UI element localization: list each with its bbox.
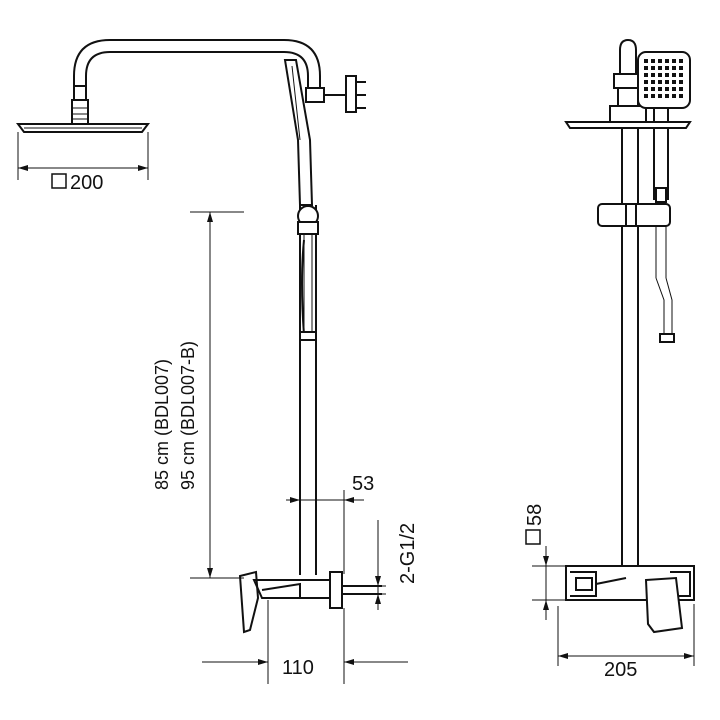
nozzle [651,59,655,63]
front-view: 58 205 [524,38,695,681]
nozzle [644,73,648,77]
width-label: 205 [604,659,637,681]
nozzle [672,73,676,77]
nozzle [672,80,676,84]
nozzle [679,87,683,91]
nozzle [658,87,662,91]
nozzle [651,80,655,84]
nozzle [644,59,648,63]
nozzle [644,80,648,84]
wall-bracket [305,75,366,113]
nozzle [665,80,669,84]
head-size-label: 200 [70,172,103,194]
dim-connection: 2-G1/2 [370,520,419,610]
nozzle [672,87,676,91]
nozzle [651,66,655,70]
nozzle [679,80,683,84]
nozzle [679,73,683,77]
mixer-size-label: 58 [524,504,546,526]
dim-pipe-offset: 53 [286,473,374,574]
nozzle [658,94,662,98]
front-mixer [565,565,695,634]
nozzle [658,80,662,84]
nozzle-grid [644,59,683,98]
height-label-1: 85 cm (BDL007) [152,359,172,490]
nozzle [644,94,648,98]
nozzle [679,66,683,70]
nozzle [644,87,648,91]
front-riser [597,128,671,570]
nozzle [644,66,648,70]
square-symbol-icon [51,173,67,189]
nozzle [665,66,669,70]
nozzle [672,59,676,63]
shower-arm [73,39,321,90]
shower-head [16,85,150,133]
nozzle [679,59,683,63]
nozzle [679,94,683,98]
hand-shower-face [637,51,691,203]
nozzle [658,66,662,70]
front-hose [655,226,675,343]
nozzle [651,73,655,77]
dim-head-size: 200 [17,132,149,194]
square-symbol-icon [525,529,541,545]
dim-projection: 110 [202,600,408,684]
riser-pipe [297,205,319,575]
nozzle [665,94,669,98]
dim-height: 85 cm (BDL007) 95 cm (BDL007-B) [152,211,244,579]
nozzle [672,66,676,70]
nozzle [665,87,669,91]
hand-shower [283,59,314,206]
nozzle [651,94,655,98]
projection-label: 110 [282,657,314,679]
nozzle [665,73,669,77]
nozzle [665,59,669,63]
front-shower-head [564,105,692,129]
side-view: 200 85 cm (BDL007) 95 cm (BDL007-B) 53 [16,39,419,684]
mixer-body [238,570,382,634]
dim-width: 205 [557,604,695,681]
height-label-2: 95 cm (BDL007-B) [178,341,198,490]
nozzle [672,94,676,98]
nozzle [658,73,662,77]
dim-mixer-size: 58 [524,504,566,620]
connection-label: 2-G1/2 [397,523,419,584]
nozzle [658,59,662,63]
pipe-offset-label: 53 [352,473,374,495]
nozzle [651,87,655,91]
